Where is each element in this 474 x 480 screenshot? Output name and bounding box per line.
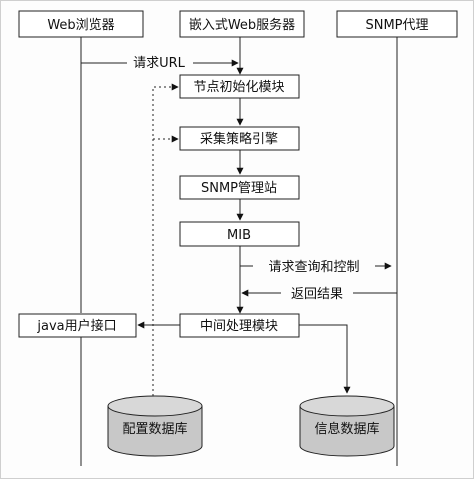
module-policy-engine-label: 采集策略引擎 [200, 131, 278, 147]
participant-web-browser-label: Web浏览器 [47, 17, 114, 33]
module-java-ui: java用户接口 [18, 313, 137, 338]
module-policy-engine: 采集策略引擎 [179, 126, 300, 151]
flow-arrow-to-info-db [299, 324, 351, 394]
module-middleware: 中间处理模块 [179, 313, 300, 338]
participant-embedded-server-label: 嵌入式Web服务器 [189, 17, 295, 33]
module-java-ui-label: java用户接口 [36, 318, 116, 334]
config-database: 配置数据库 [107, 395, 203, 457]
module-middleware-label: 中间处理模块 [200, 319, 278, 334]
info-database: 信息数据库 [299, 395, 395, 457]
participant-web-browser: Web浏览器 [18, 10, 144, 38]
message-request-url-bg [127, 54, 193, 70]
module-snmp-manager: SNMP管理站 [179, 175, 300, 200]
message-return-result-label: 返回结果 [291, 287, 343, 302]
module-snmp-manager-label: SNMP管理站 [201, 181, 277, 196]
participant-snmp-agent: SNMP代理 [336, 10, 458, 38]
info-database-label: 信息数据库 [314, 421, 379, 437]
module-node-init-label: 节点初始化模块 [193, 80, 284, 95]
participant-embedded-server: 嵌入式Web服务器 [179, 10, 305, 38]
message-return-result-bg [281, 284, 353, 301]
config-database-label: 配置数据库 [122, 421, 187, 437]
message-query-control-label: 请求查询和控制 [268, 260, 359, 275]
module-mib: MIB [179, 221, 300, 247]
participant-snmp-agent-label: SNMP代理 [365, 18, 428, 33]
config-db-link-node-init [152, 83, 179, 406]
message-query-control-bg [253, 257, 375, 274]
module-mib-label: MIB [227, 228, 251, 243]
module-node-init: 节点初始化模块 [179, 74, 300, 99]
message-request-url-label: 请求URL [133, 56, 186, 71]
